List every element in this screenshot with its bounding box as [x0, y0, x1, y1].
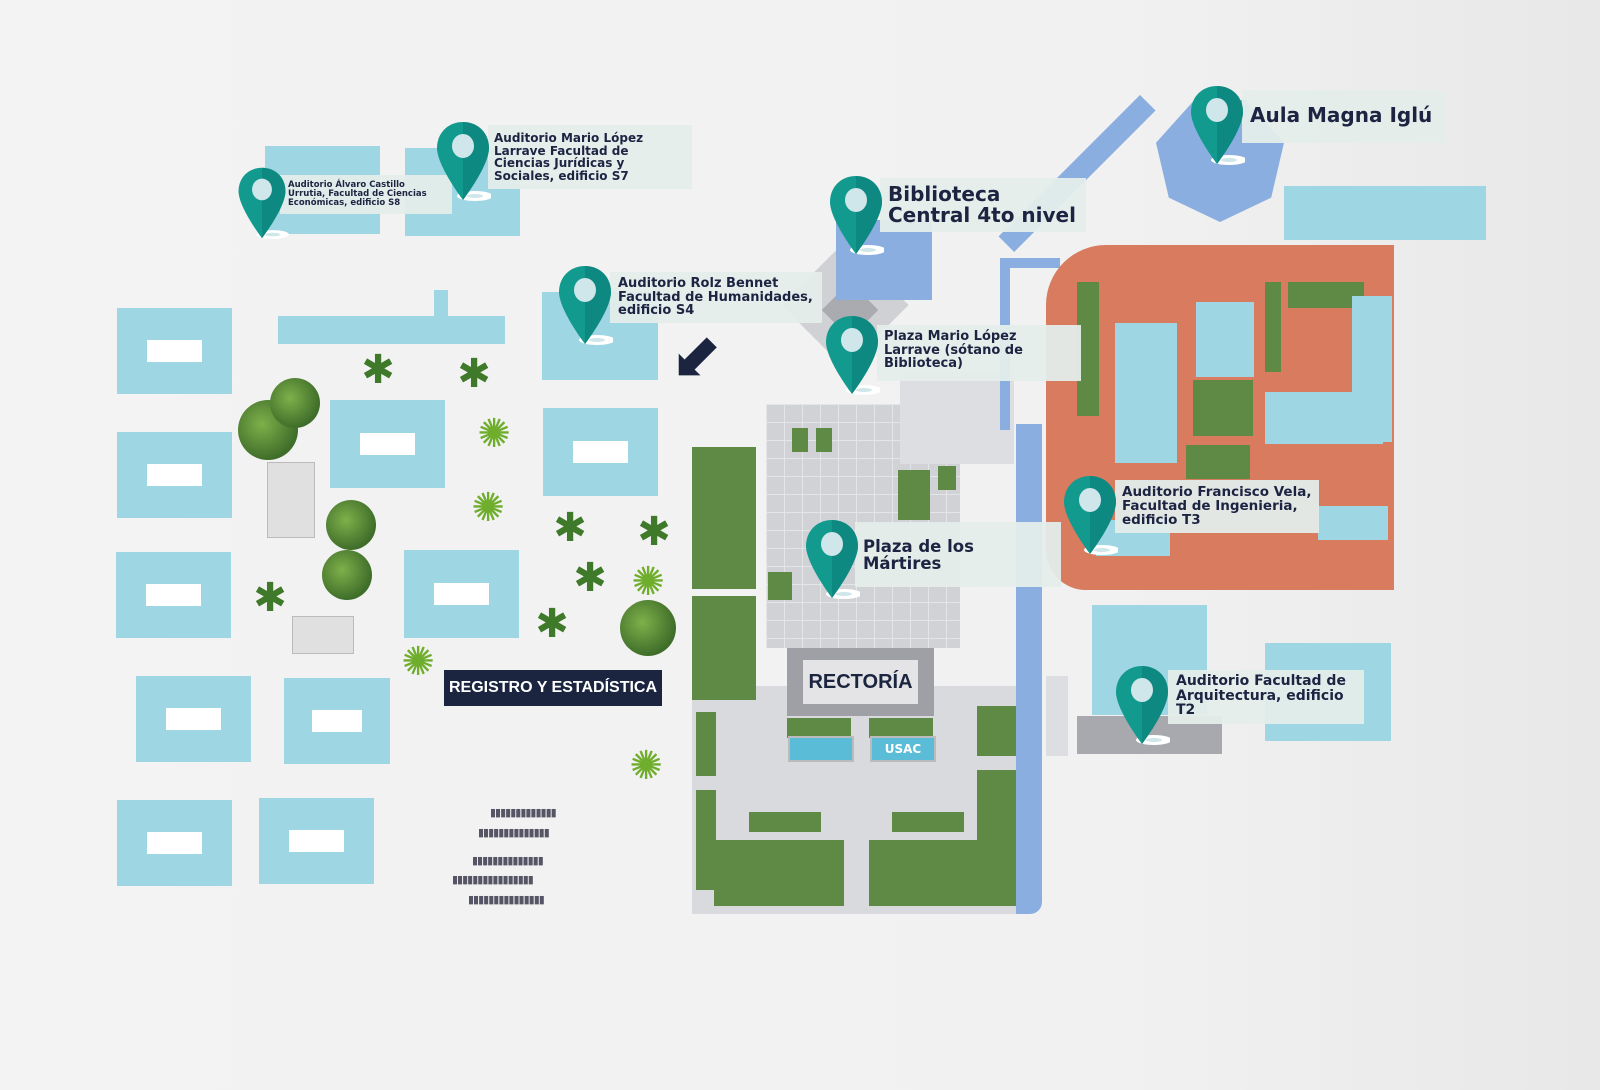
- green-area: [898, 470, 930, 520]
- walkway: [1016, 424, 1042, 914]
- green-area: [749, 812, 821, 832]
- palm-icon: ✺: [401, 639, 435, 685]
- green-area: [938, 466, 956, 490]
- palm-icon: ✱: [573, 555, 607, 601]
- parked-cars-icon: ▮▮▮▮▮▮▮▮▮▮▮▮▮▮▮▮: [452, 873, 534, 886]
- map-pin-icon[interactable]: [804, 518, 862, 600]
- parked-cars-icon: ▮▮▮▮▮▮▮▮▮▮▮▮▮: [490, 806, 557, 819]
- map-pin-icon[interactable]: [557, 264, 615, 346]
- parked-cars-icon: ▮▮▮▮▮▮▮▮▮▮▮▮▮▮▮: [468, 893, 545, 906]
- direction-arrow-icon: ⬋: [670, 319, 722, 392]
- map-pin-icon[interactable]: [1062, 474, 1120, 556]
- map-pin-icon[interactable]: [824, 314, 882, 396]
- building: [1284, 186, 1486, 240]
- marker-label-t2[interactable]: Auditorio Facultad de Arquitectura, edif…: [1168, 670, 1364, 725]
- marker-label-martires[interactable]: Plaza de los Mártires: [855, 522, 1061, 587]
- building: [404, 550, 519, 638]
- map-pin-icon[interactable]: [1189, 84, 1247, 166]
- rectoria-label: RECTORÍA: [803, 660, 918, 704]
- map-pin-icon[interactable]: [1114, 664, 1172, 746]
- green-area: [1186, 445, 1250, 479]
- tree-icon: [322, 550, 372, 600]
- basketball-court: [267, 462, 315, 538]
- fountain: [788, 736, 854, 762]
- registro-label: REGISTRO Y ESTADÍSTICA: [444, 670, 662, 706]
- marker-label-s8[interactable]: Auditorio Álvaro Castillo Urrutia, Facul…: [280, 175, 452, 214]
- green-area: [1288, 282, 1364, 308]
- palm-icon: ✱: [253, 575, 287, 621]
- green-area: [892, 812, 964, 832]
- ramp: [1046, 676, 1068, 756]
- plaza-area: [900, 372, 1014, 464]
- marker-label-t3[interactable]: Auditorio Francisco Vela, Facultad de In…: [1115, 480, 1319, 533]
- tree-icon: [620, 600, 676, 656]
- building: [117, 308, 232, 394]
- map-pin-icon[interactable]: [435, 120, 493, 202]
- parked-cars-icon: ▮▮▮▮▮▮▮▮▮▮▮▮▮▮: [478, 826, 550, 839]
- palm-icon: ✺: [631, 559, 665, 605]
- green-area: [1077, 282, 1099, 416]
- marker-label-s7[interactable]: Auditorio Mario López Larrave Facultad d…: [488, 125, 692, 190]
- parked-cars-icon: ▮▮▮▮▮▮▮▮▮▮▮▮▮▮: [472, 854, 544, 867]
- basketball-court: [292, 616, 354, 654]
- building: [434, 290, 448, 318]
- marker-label-aula-magna[interactable]: Aula Magna Iglú: [1242, 90, 1446, 143]
- palm-icon: ✱: [361, 347, 395, 393]
- walkway: [1000, 258, 1060, 268]
- building: [1318, 506, 1388, 540]
- building: [117, 800, 232, 886]
- palm-icon: ✱: [553, 505, 587, 551]
- marker-label-biblioteca[interactable]: Biblioteca Central 4to nivel: [880, 178, 1086, 232]
- green-area: [1265, 282, 1281, 372]
- building: [259, 798, 374, 884]
- palm-icon: ✱: [637, 509, 671, 555]
- green-area: [977, 706, 1017, 756]
- building: [1196, 302, 1254, 377]
- tree-icon: [270, 378, 320, 428]
- map-pin-icon[interactable]: [234, 166, 290, 240]
- building: [278, 316, 505, 344]
- building-rectoria: RECTORÍA: [787, 648, 934, 716]
- green-area: [792, 428, 808, 452]
- building: [1115, 323, 1177, 463]
- green-area: [696, 790, 716, 890]
- palm-icon: ✺: [629, 743, 663, 789]
- building: [116, 552, 231, 638]
- palm-icon: ✱: [535, 601, 569, 647]
- green-area: [696, 712, 716, 776]
- green-area: [692, 596, 756, 700]
- building: [284, 678, 390, 764]
- palm-icon: ✱: [457, 351, 491, 397]
- building: [117, 432, 232, 518]
- green-area: [869, 840, 1017, 906]
- marker-label-s4[interactable]: Auditorio Rolz Bennet Facultad de Humani…: [610, 272, 822, 323]
- green-area: [977, 770, 1017, 840]
- map-pin-icon[interactable]: [828, 174, 886, 256]
- green-area: [714, 840, 844, 906]
- palm-icon: ✺: [477, 411, 511, 457]
- green-area: [1193, 380, 1253, 436]
- building: [330, 400, 445, 488]
- palm-icon: ✺: [471, 485, 505, 531]
- green-area: [692, 447, 756, 589]
- building: [1352, 296, 1392, 442]
- green-area: [787, 718, 851, 738]
- green-area: [869, 718, 933, 738]
- green-area: [768, 572, 792, 600]
- usac-sign: USAC: [870, 736, 936, 762]
- green-area: [816, 428, 832, 452]
- tree-icon: [326, 500, 376, 550]
- building: [136, 676, 251, 762]
- building: [543, 408, 658, 496]
- marker-label-plaza-mll[interactable]: Plaza Mario López Larrave (sótano de Bib…: [877, 325, 1081, 381]
